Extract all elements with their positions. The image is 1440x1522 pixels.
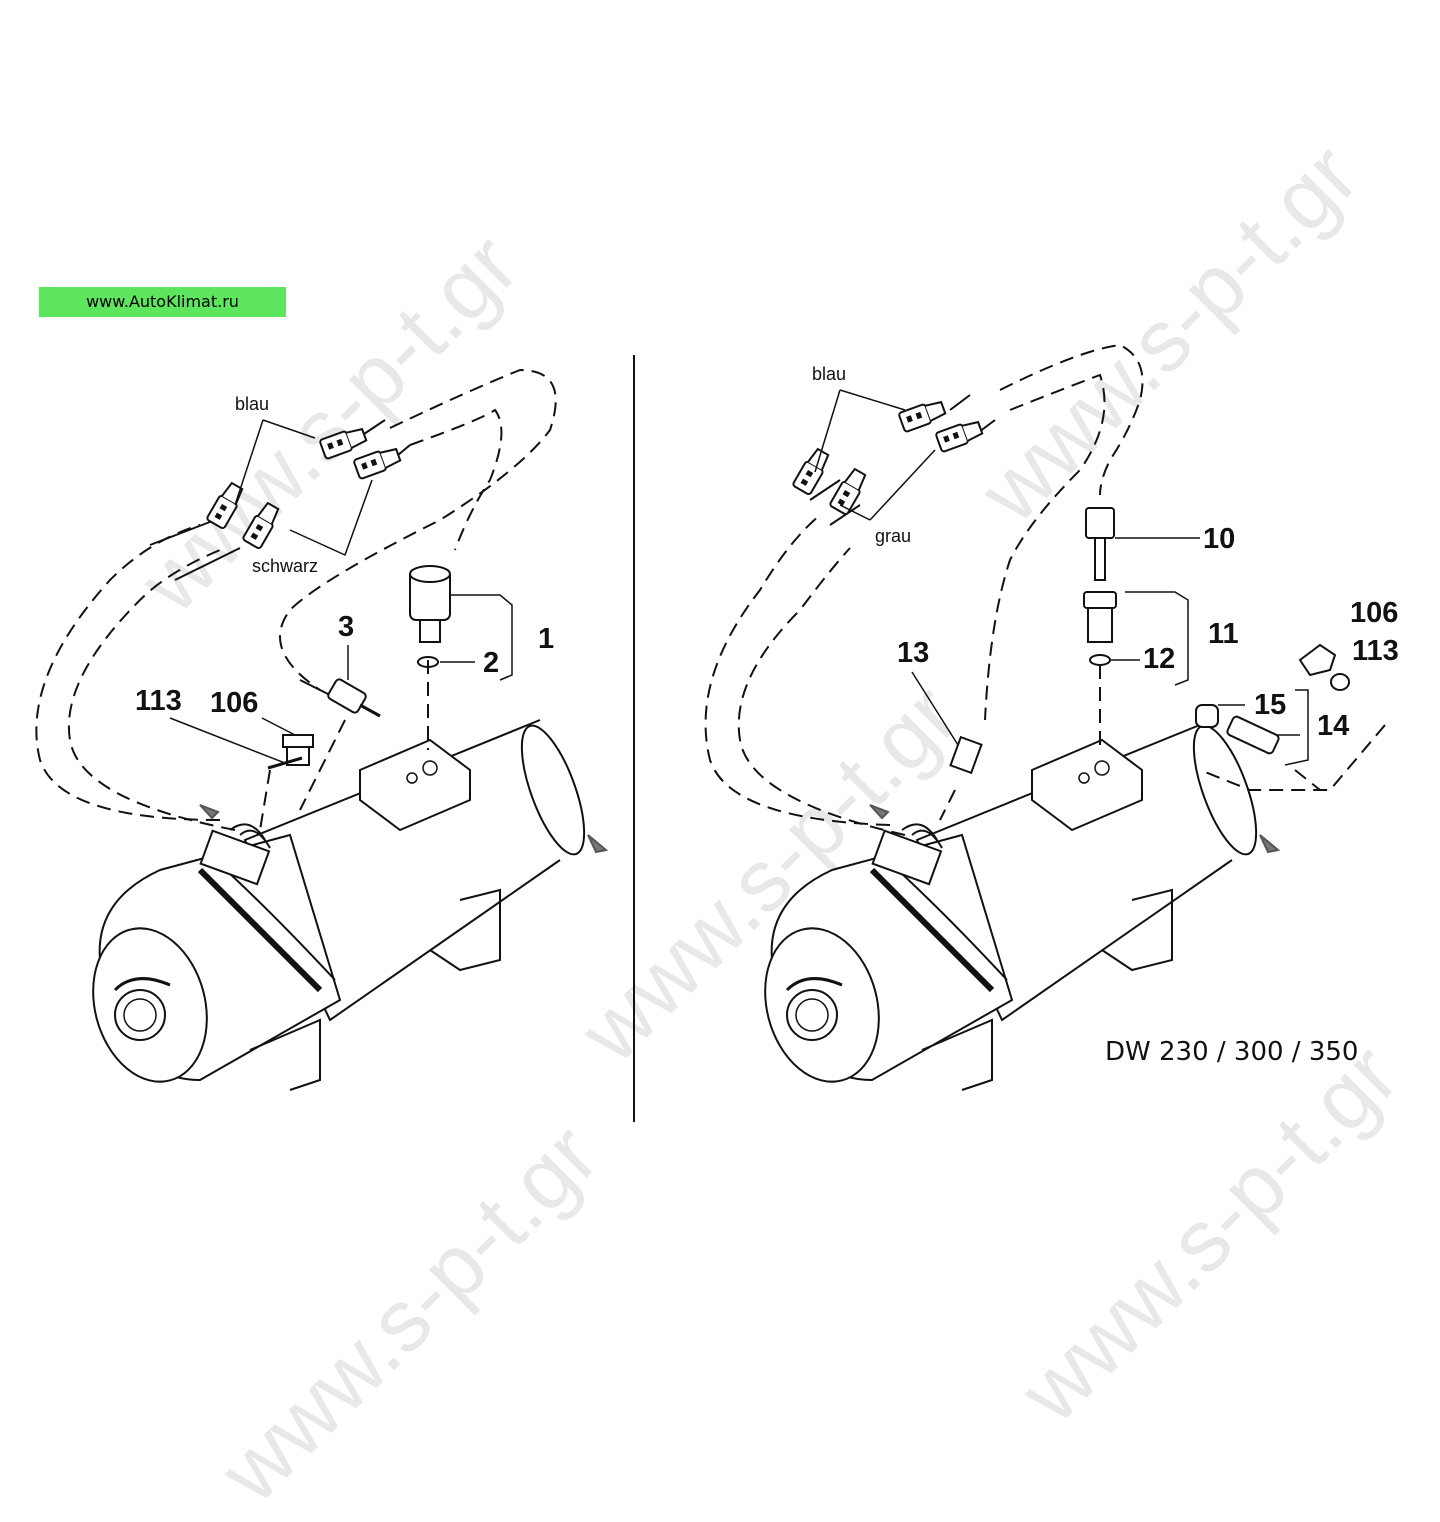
part-number-11: 11: [1208, 618, 1239, 650]
arrow-icon: [199, 804, 220, 820]
cap-part-15: [1195, 704, 1219, 728]
source-badge: www.AutoKlimat.ru: [39, 287, 286, 317]
plug-part-106-left: [282, 734, 314, 766]
model-label: DW 230 / 300 / 350: [1105, 1037, 1358, 1067]
wiring-right: [704, 343, 1386, 836]
part-number-106-left: 106: [210, 687, 258, 719]
leaders-left: [169, 419, 513, 766]
part-number-1: 1: [538, 623, 554, 655]
wire-label-grau: grau: [875, 526, 911, 546]
temperature-sensor-part-1: [409, 565, 451, 643]
seal-part-113-left: [267, 756, 303, 770]
adapter-part-10: [1085, 507, 1115, 581]
arrow-icon: [587, 834, 609, 854]
arrow-icon: [869, 804, 890, 820]
sensor-housing-part-11: [1083, 591, 1117, 643]
plug-part-106-right: [1298, 643, 1337, 677]
o-ring-part-12: [1089, 654, 1111, 666]
part-number-2: 2: [483, 647, 499, 679]
parts-diagram: blau schwarz 1 2 3 113 106: [35, 343, 1399, 1122]
fitting-part-14: [1226, 715, 1280, 755]
part-number-14: 14: [1317, 710, 1349, 742]
leaders-right: [814, 389, 1309, 766]
arrow-icon: [1259, 834, 1281, 854]
sensor-part-3: [327, 678, 381, 718]
wire-label-schwarz: schwarz: [252, 556, 318, 576]
part-number-113-right: 113: [1352, 635, 1399, 667]
part-number-113-left: 113: [135, 685, 182, 717]
connector-blue-right: [897, 397, 948, 434]
o-ring-part-2: [417, 656, 439, 668]
connector-grey-right: [934, 417, 985, 454]
wire-label-blau-left: blau: [235, 394, 269, 414]
wiring-left: [35, 368, 557, 831]
part-number-15: 15: [1254, 689, 1286, 721]
heater-unit-left: [77, 719, 597, 1095]
connector-black-mating-left: [241, 500, 283, 551]
part-number-106-right: 106: [1350, 597, 1398, 629]
connector-blue-mating-right: [791, 446, 833, 497]
part-number-13: 13: [897, 637, 929, 669]
part-number-12: 12: [1143, 643, 1175, 675]
part-number-10: 10: [1203, 523, 1235, 555]
part-number-3: 3: [338, 611, 354, 643]
connector-blue-left: [318, 424, 369, 461]
seal-part-113-right: [1330, 673, 1350, 691]
wire-label-blau-right: blau: [812, 364, 846, 384]
sensor-part-13: [949, 735, 983, 775]
connector-grey-mating-right: [828, 466, 870, 517]
connector-black-left: [352, 444, 403, 481]
